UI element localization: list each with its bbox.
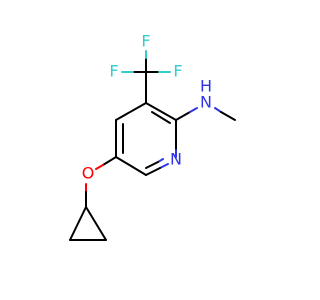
- ring-bond-c6-c5: [115, 156, 147, 176]
- molecule-canvas: F F F N N H O: [69, 32, 236, 241]
- bond-nh-ch3-blue: [214, 107, 222, 113]
- ring-bond-c3-c2: [145, 102, 177, 121]
- ring-bond-c4-c3: [115, 102, 147, 121]
- atom-label-ring-nitrogen: N: [170, 150, 182, 169]
- atom-label-fluorine-right: F: [173, 62, 182, 81]
- bond-nh-ch3-black: [220, 111, 236, 121]
- atom-label-fluorine-left: F: [109, 62, 118, 81]
- ring-bond-c3-c2-inner: [151, 111, 171, 124]
- ring-bond-n1-c6-blue: [159, 163, 169, 169]
- ring-bond-n1-c6-inner-black: [145, 161, 159, 169]
- bond-c2-nh-black: [175, 111, 191, 121]
- atom-label-fluorine-top: F: [141, 32, 150, 51]
- cyclopropyl-bond-1: [69, 206, 87, 241]
- cyclopropyl-bond-3: [85, 206, 107, 241]
- bond-c2-nh-blue: [189, 107, 198, 113]
- atom-label-oxygen: O: [82, 164, 95, 183]
- atom-label-amine-hydrogen: H: [200, 77, 212, 96]
- bond-c5-o-red: [95, 164, 104, 170]
- bond-c5-o-black: [102, 156, 117, 166]
- molecule-structure: F F F N N H O: [69, 32, 236, 241]
- atom-label-amine-nitrogen: N: [200, 93, 212, 112]
- ring-bond-n1-c6-black: [145, 167, 161, 176]
